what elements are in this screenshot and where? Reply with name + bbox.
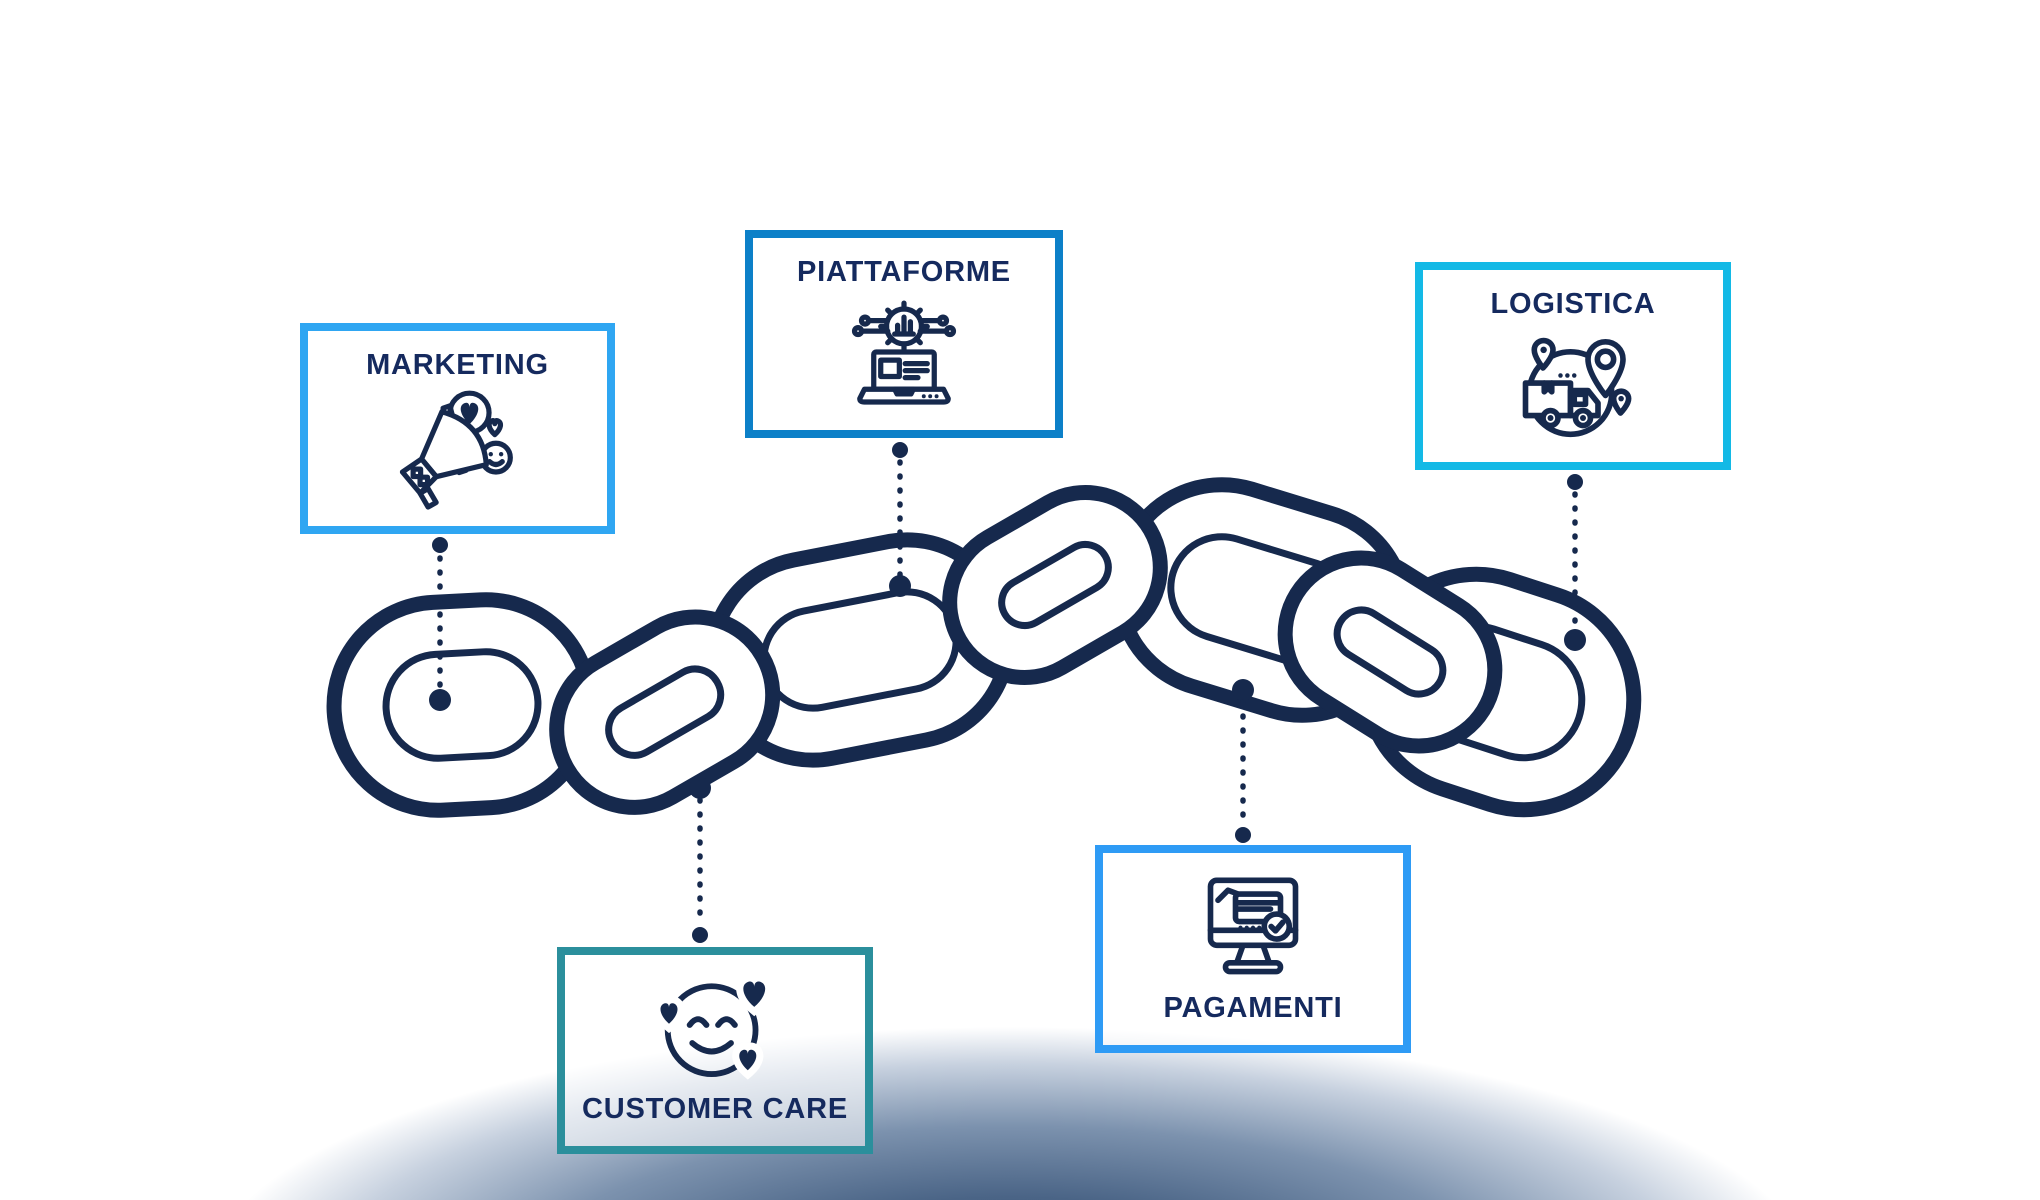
node-customer-care: CUSTOMER CARE [557, 947, 873, 1154]
monitor-card-payment-check-icon [1178, 853, 1328, 994]
connector-customer-care [689, 777, 711, 943]
smiling-face-hearts-icon [638, 955, 793, 1095]
node-customer-care-label: CUSTOMER CARE [581, 1093, 849, 1125]
node-marketing: MARKETING [300, 323, 615, 534]
delivery-truck-location-pins-icon [1498, 319, 1648, 462]
node-logistica-label: LOGISTICA [1490, 288, 1656, 320]
node-marketing-label: MARKETING [366, 349, 549, 381]
node-pagamenti-label: PAGAMENTI [1163, 992, 1343, 1024]
megaphone-hearts-icon [389, 380, 527, 526]
node-piattaforme-label: PIATTAFORME [797, 256, 1011, 288]
node-logistica: LOGISTICA [1415, 262, 1731, 470]
node-pagamenti: PAGAMENTI [1095, 845, 1411, 1053]
laptop-analytics-gear-icon [834, 287, 974, 430]
node-piattaforme: PIATTAFORME [745, 230, 1063, 438]
